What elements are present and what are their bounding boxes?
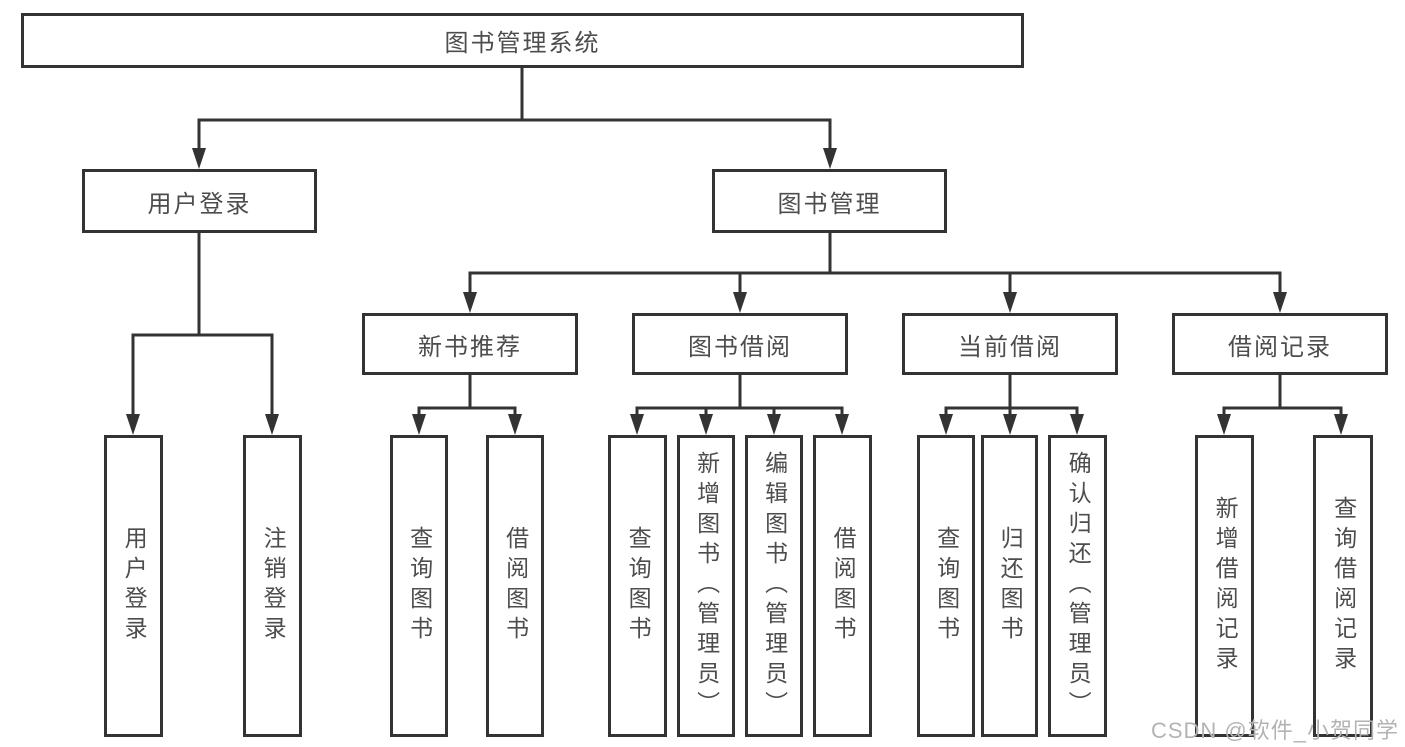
- leaf-edit-books-admin: 编辑图书（管理员）: [745, 435, 803, 737]
- node-root-label: 图书管理系统: [444, 30, 601, 57]
- leaf-query-borrow-record-label: 查询借阅记录: [1330, 496, 1357, 676]
- leaf-logout: 注销登录: [243, 435, 302, 737]
- leaf-edit-books-admin-label: 编辑图书（管理员）: [761, 451, 788, 721]
- node-user-login-group-label: 用户登录: [147, 190, 252, 218]
- leaf-add-books-admin-label: 新增图书（管理员）: [693, 451, 720, 721]
- leaf-logout-label: 注销登录: [260, 526, 287, 646]
- leaf-add-borrow-record: 新增借阅记录: [1195, 435, 1254, 737]
- node-current-borrow-label: 当前借阅: [958, 333, 1062, 361]
- node-borrow-records: 借阅记录: [1172, 313, 1388, 375]
- node-book-borrow: 图书借阅: [632, 313, 848, 375]
- csdn-watermark: CSDN @软件_小贺同学: [1150, 718, 1399, 743]
- leaf-query-borrow-record: 查询借阅记录: [1313, 435, 1373, 737]
- node-root: 图书管理系统: [21, 13, 1024, 68]
- leaf-add-borrow-record-label: 新增借阅记录: [1212, 496, 1239, 676]
- leaf-borrow-books: 借阅图书: [813, 435, 872, 737]
- node-book-management-label: 图书管理: [777, 190, 882, 218]
- leaf-return-books-label: 归还图书: [997, 526, 1024, 646]
- leaf-borrow-query-books: 查询图书: [608, 435, 667, 737]
- leaf-confirm-return-admin: 确认归还（管理员）: [1048, 435, 1107, 737]
- leaf-recommend-query-books-label: 查询图书: [406, 526, 433, 646]
- leaf-current-query-books: 查询图书: [917, 435, 975, 737]
- leaf-recommend-query-books: 查询图书: [390, 435, 448, 737]
- node-book-management: 图书管理: [712, 169, 947, 233]
- node-new-book-recommend: 新书推荐: [362, 313, 578, 375]
- leaf-recommend-borrow-books: 借阅图书: [486, 435, 544, 737]
- leaf-current-query-books-label: 查询图书: [933, 526, 960, 646]
- node-user-login-group: 用户登录: [82, 169, 317, 233]
- leaf-return-books: 归还图书: [981, 435, 1038, 737]
- leaf-recommend-borrow-books-label: 借阅图书: [502, 526, 529, 646]
- leaf-user-login-label: 用户登录: [121, 526, 148, 646]
- node-new-book-recommend-label: 新书推荐: [418, 333, 522, 361]
- leaf-borrow-books-label: 借阅图书: [830, 526, 857, 646]
- arrowheads: [126, 148, 1348, 435]
- node-borrow-records-label: 借阅记录: [1228, 333, 1332, 361]
- leaf-borrow-query-books-label: 查询图书: [625, 526, 652, 646]
- leaf-add-books-admin: 新增图书（管理员）: [677, 435, 735, 737]
- leaf-user-login: 用户登录: [104, 435, 163, 737]
- leaf-confirm-return-admin-label: 确认归还（管理员）: [1065, 451, 1092, 721]
- node-current-borrow: 当前借阅: [902, 313, 1118, 375]
- node-book-borrow-label: 图书借阅: [688, 333, 792, 361]
